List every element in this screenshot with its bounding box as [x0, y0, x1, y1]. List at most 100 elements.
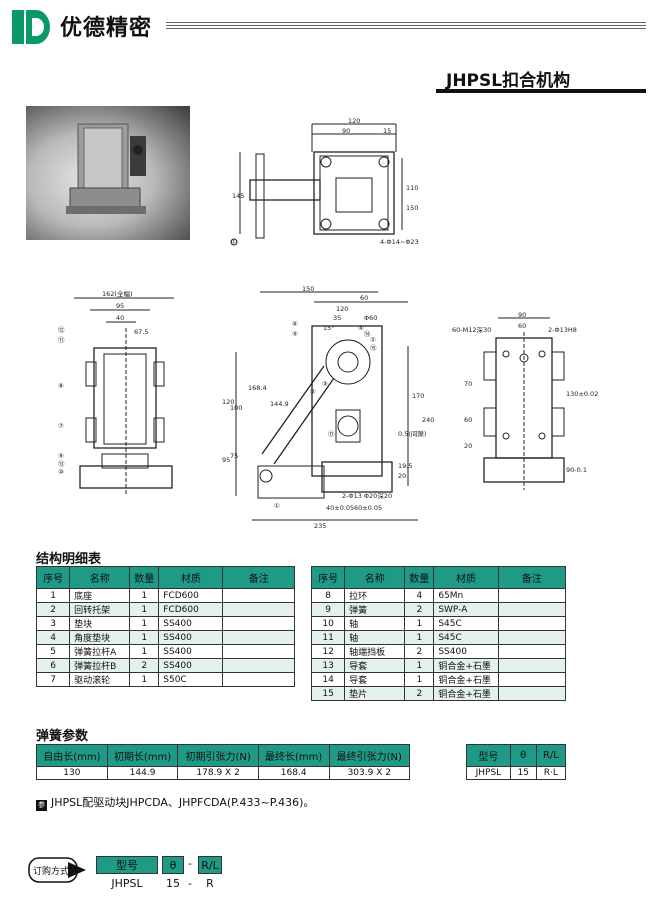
cell-material: S45C	[433, 616, 499, 631]
col-no: 序号	[35, 566, 71, 589]
cell-name: 回转托架	[69, 602, 131, 617]
order-val-rl: R	[206, 877, 214, 890]
reference-icon: 参	[36, 800, 47, 811]
model-col-theta: θ	[509, 744, 537, 767]
balloon-12: ⑫	[58, 326, 65, 334]
top-view-drawing: 120 90 15 145 110 150 4-Φ14~Φ23 ①	[230, 117, 419, 246]
cell-name: 轴	[344, 630, 406, 645]
cell-note	[497, 672, 567, 687]
dim-f-235: 235	[314, 522, 326, 530]
model-table: 型号 θ R/L JHPSL 15 R·L	[466, 744, 567, 780]
cell-qty: 2	[404, 644, 435, 659]
cell-note	[497, 644, 567, 659]
cell-qty: 2	[404, 602, 435, 617]
dim-f-phi60: Φ60	[364, 314, 377, 322]
dim-r-60b: 60	[464, 416, 472, 424]
dim-f-v240: 240	[422, 416, 434, 424]
brand-logo	[12, 10, 50, 44]
spring-initial-length: 144.9	[106, 766, 179, 780]
cell-note	[497, 616, 567, 631]
cell-no: 10	[310, 616, 346, 631]
cell-no: 5	[35, 644, 71, 659]
cell-name: 底座	[69, 588, 131, 603]
cell-material: SS400	[158, 630, 224, 645]
cell-name: 弹簧拉杆A	[69, 644, 131, 659]
cell-no: 8	[310, 588, 346, 603]
cell-qty: 1	[404, 630, 435, 645]
dim-162: 162(全幅)	[102, 289, 132, 298]
cell-qty: 2	[404, 686, 435, 701]
cell-name: 导套	[344, 658, 406, 673]
dim-f-150: 150	[302, 285, 314, 293]
dim-f-holes: 2-Φ13 Φ20深20	[342, 491, 392, 500]
dim-f-v170: 170	[412, 392, 424, 400]
cell-material: 65Mn	[433, 588, 499, 603]
cell-no: 9	[310, 602, 346, 617]
reference-note: 参 JHPSL配驱动块JHPCDA、JHPFCDA(P.433~P.436)。	[36, 794, 314, 811]
col-note: 备注	[497, 566, 567, 589]
col-qty: 数量	[404, 566, 435, 589]
dim-r-20: 20	[464, 442, 472, 450]
balloon-f-15: ⑮	[370, 344, 377, 352]
cell-material: S50C	[158, 672, 224, 687]
model-theta: 15	[509, 766, 537, 780]
balloon-f-4: ④	[358, 324, 364, 332]
reference-note-text: JHPSL配驱动块JHPCDA、JHPFCDA(P.433~P.436)。	[51, 796, 315, 809]
cell-material: SWP-A	[433, 602, 499, 617]
balloon-f-5: ⑤	[292, 330, 298, 338]
dim-f-v120: 120	[222, 398, 234, 406]
cell-qty: 1	[129, 630, 160, 645]
cell-no: 11	[310, 630, 346, 645]
cell-no: 4	[35, 630, 71, 645]
order-val-type: JHPSL	[111, 877, 143, 890]
dim-110: 110	[406, 184, 418, 192]
cell-qty: 1	[404, 616, 435, 631]
cell-name: 垫片	[344, 686, 406, 701]
spring-initial-force: 178.9 X 2	[177, 766, 259, 780]
dim-145: 145	[232, 192, 244, 200]
cell-note	[497, 588, 567, 603]
balloon-7: ⑦	[58, 422, 64, 430]
order-sep-2: -	[188, 877, 192, 890]
dim-15: 15	[383, 127, 391, 135]
cell-note	[497, 602, 567, 617]
cell-material: SS400	[158, 658, 224, 673]
dim-f-v100: 100	[230, 404, 242, 412]
dim-f-60tol: 60±0.05	[354, 504, 382, 512]
cell-no: 15	[310, 686, 346, 701]
balloon-1: ①	[231, 238, 237, 246]
cell-no: 12	[310, 644, 346, 659]
dim-r-90: 90	[518, 311, 526, 319]
cell-no: 1	[35, 588, 71, 603]
cell-qty: 1	[129, 644, 160, 659]
dim-95: 95	[116, 302, 124, 310]
cell-material: SS400	[158, 616, 224, 631]
cell-note	[497, 630, 567, 645]
spring-col-final-length: 最终长(mm)	[257, 744, 330, 767]
order-val-theta: 15	[166, 877, 180, 890]
brand-name: 优德精密	[60, 16, 153, 41]
col-material: 材质	[158, 566, 224, 589]
balloon-f-3: ③	[322, 380, 328, 388]
dim-f-v75: 75	[230, 452, 238, 460]
cell-note	[222, 658, 295, 673]
cell-note	[222, 630, 295, 645]
cell-qty: 1	[129, 602, 160, 617]
cell-qty: 4	[404, 588, 435, 603]
dim-f-40: 40±0.05	[326, 504, 354, 512]
cell-no: 3	[35, 616, 71, 631]
dim-f-gap: 0.5(间隙)	[398, 429, 426, 438]
cell-name: 轴	[344, 616, 406, 631]
dim-40: 40	[116, 314, 124, 322]
cell-qty: 1	[404, 658, 435, 673]
dim-f-144.9: 144.9	[270, 400, 289, 408]
